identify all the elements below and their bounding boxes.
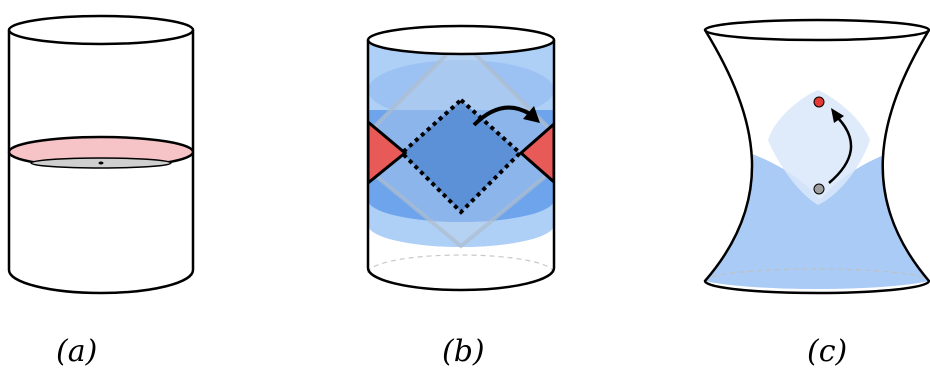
panel-a-center-dot <box>98 161 104 165</box>
panel-b-bottom-back-edge <box>367 254 555 274</box>
panel-b-upper-band <box>368 60 554 120</box>
panel-b-left-red-wedge <box>368 118 408 187</box>
panel-c-grey-point <box>813 183 825 195</box>
panel-c-top-rim <box>703 18 930 42</box>
panel-b-cylinder-outline <box>366 40 556 292</box>
panel-c-curved-arrow <box>828 117 853 184</box>
panel-c <box>703 18 930 295</box>
panel-c-red-point <box>813 96 825 108</box>
panel-c-arrow-head <box>831 108 844 123</box>
panel-b-curved-arrow <box>472 105 532 127</box>
panel-b-right-red-wedge <box>518 120 554 186</box>
panel-a-top-rim <box>7 14 195 46</box>
panel-c-causal-diamond <box>768 90 870 205</box>
panel-a-label: (a) <box>56 334 98 369</box>
panel-c-bottom-back-edge <box>704 268 930 282</box>
panel-c-blue-region <box>705 140 929 289</box>
panel-c-label: (c) <box>807 334 848 369</box>
panel-b-dotted-diamond <box>399 97 523 215</box>
panel-b-arrow-head <box>523 106 540 123</box>
panel-b-label: (b) <box>442 334 485 369</box>
panel-c-hyperboloid-outline <box>703 29 930 295</box>
panel-a <box>7 14 195 295</box>
panel-b-top-rim <box>366 24 556 56</box>
panel-b <box>366 24 556 292</box>
